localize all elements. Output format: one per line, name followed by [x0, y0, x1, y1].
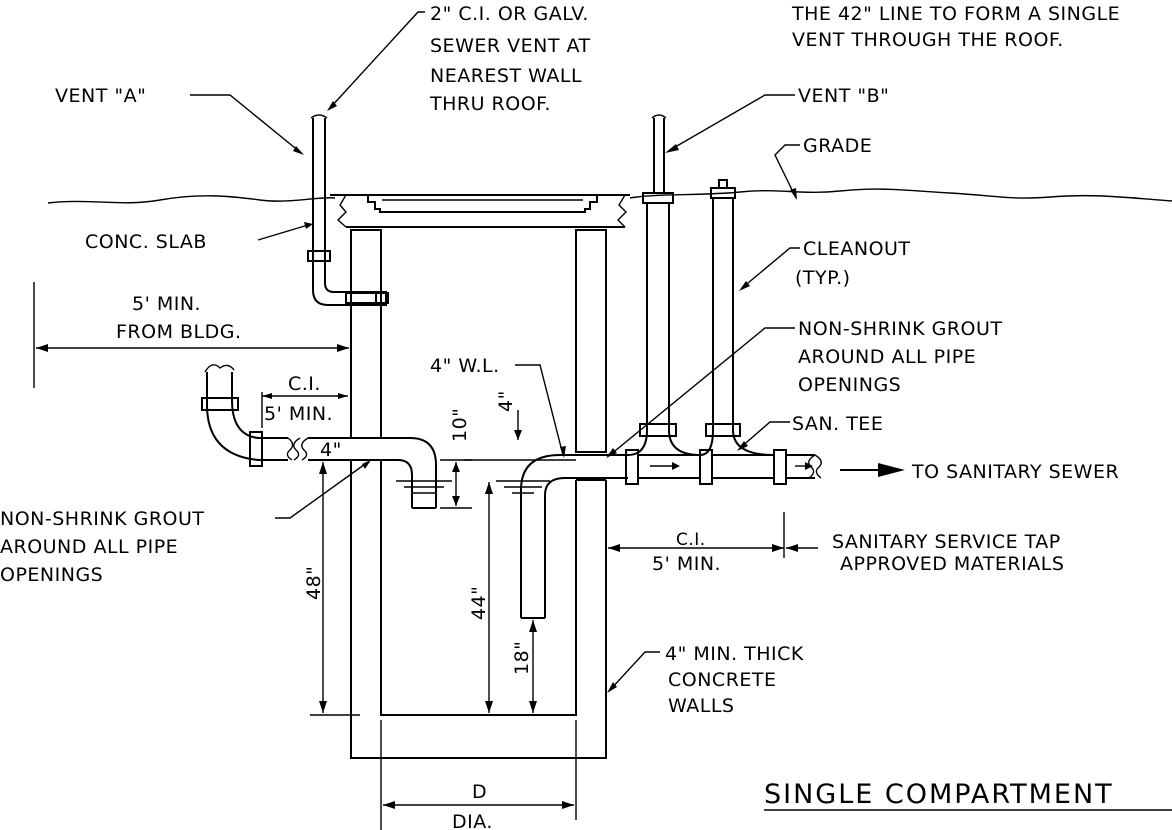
- grade-label: GRADE: [803, 135, 872, 157]
- tap-label-2: APPROVED MATERIALS: [840, 553, 1064, 575]
- tap-label-1: SANITARY SERVICE TAP: [832, 531, 1061, 553]
- vent-note-1: 2" C.I. OR GALV.: [430, 3, 589, 25]
- walls-label-1: 4" MIN. THICK: [665, 643, 804, 665]
- walls-label-3: WALLS: [668, 695, 734, 717]
- ci-left-label: C.I.: [288, 373, 321, 395]
- grout-left-label-2: AROUND ALL PIPE: [0, 536, 178, 558]
- concrete-slab: [330, 194, 630, 228]
- san-tee-label: SAN. TEE: [792, 413, 883, 435]
- cleanout-label-2: (TYP.): [795, 267, 851, 289]
- grout-right-label-2: AROUND ALL PIPE: [798, 346, 976, 368]
- outlet-pipe: [520, 449, 822, 619]
- conc-slab-label: CONC. SLAB: [85, 231, 207, 253]
- grout-right-label-3: OPENINGS: [798, 374, 901, 396]
- dim-18-label: 18": [511, 641, 533, 675]
- building-sewer-pipe: [201, 364, 294, 467]
- min-left-label: 5' MIN.: [264, 403, 333, 425]
- dim-10-label: 10": [449, 408, 471, 442]
- note-top-right-2: VENT THROUGH THE ROOF.: [792, 29, 1064, 51]
- vent-note-4: THRU ROOF.: [429, 93, 551, 115]
- dim-48-label: 48": [303, 566, 325, 600]
- grade-line: [47, 188, 1172, 204]
- labels: THE 42" LINE TO FORM A SINGLE VENT THROU…: [0, 3, 1120, 830]
- grout-left-label-3: OPENINGS: [0, 564, 103, 586]
- vent-a-label: VENT "A": [55, 85, 146, 107]
- to-sewer-label: TO SANITARY SEWER: [911, 461, 1119, 483]
- vent-b-label: VENT "B": [798, 85, 889, 107]
- cleanout-vent-b: [627, 114, 701, 456]
- inlet-pipe: [293, 437, 437, 509]
- cleanout-pipe: [699, 179, 775, 456]
- wl-label: 4" W.L.: [430, 355, 500, 377]
- dim-4-label: 4": [495, 390, 517, 412]
- vent-note-3: NEAREST WALL: [430, 65, 582, 87]
- walls-label-2: CONCRETE: [668, 669, 777, 691]
- note-top-right-1: THE 42" LINE TO FORM A SINGLE: [791, 3, 1120, 25]
- leader-lines: [190, 11, 800, 693]
- pipe-size-label: 4": [320, 439, 342, 461]
- tank-walls: [350, 229, 607, 759]
- vent-a-pipe: [307, 114, 389, 306]
- water-level: [396, 459, 576, 494]
- ci-right-label: C.I.: [676, 530, 706, 550]
- dimension-lines: [33, 282, 905, 830]
- d-label: D: [472, 781, 487, 803]
- min-bldg-label-1: 5' MIN.: [132, 293, 201, 315]
- grout-right-label-1: NON-SHRINK GROUT: [798, 318, 1003, 340]
- title: SINGLE COMPARTMENT: [764, 779, 1114, 810]
- dim-44-label: 44": [468, 586, 490, 620]
- dia-label: DIA.: [452, 811, 493, 830]
- vent-note-2: SEWER VENT AT: [430, 35, 591, 57]
- min-right-label: 5' MIN.: [652, 553, 721, 575]
- min-bldg-label-2: FROM BLDG.: [116, 321, 242, 343]
- grout-left-label-1: NON-SHRINK GROUT: [0, 508, 205, 530]
- cleanout-label-1: CLEANOUT: [803, 238, 911, 260]
